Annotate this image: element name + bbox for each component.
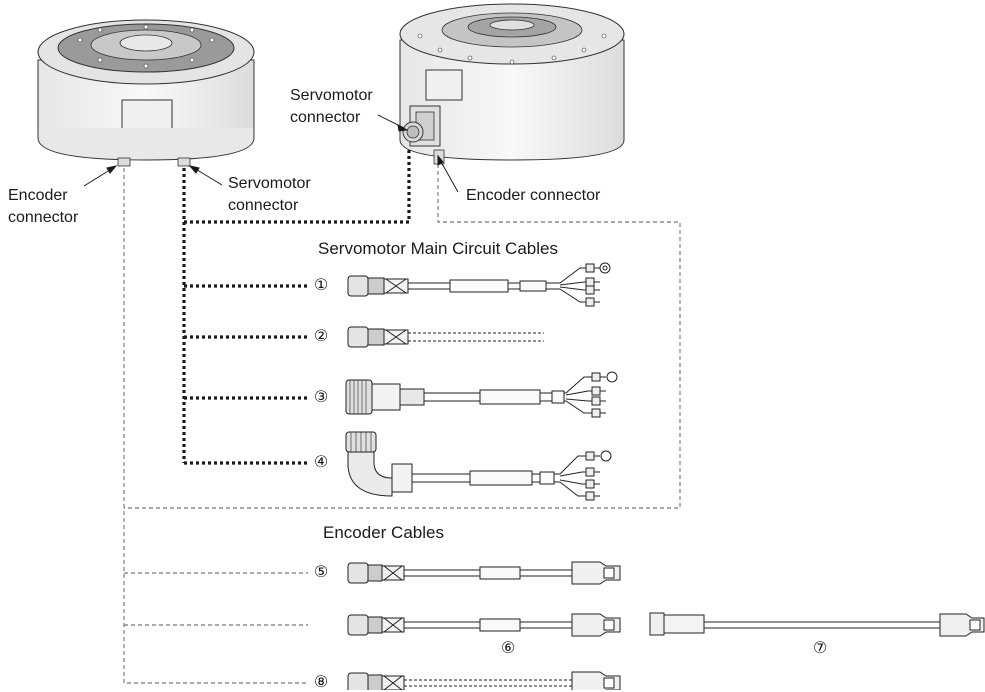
cable-marker-6: ⑥	[498, 640, 518, 658]
left-servomotor-connector-label-line1: Servomotor	[228, 174, 311, 194]
encoder-cable-7	[650, 613, 984, 636]
right-servomotor-connector-label-line1: Servomotor	[290, 86, 373, 106]
main-circuit-cables-title: Servomotor Main Circuit Cables	[318, 239, 558, 259]
left-servomotor-connector-label-line2: connector	[228, 196, 298, 216]
encoder-cable-8	[348, 672, 620, 690]
main-cable-1	[348, 263, 610, 306]
right-servomotor-connector-label-line2: connector	[290, 108, 360, 128]
cable-marker-8: ⑧	[311, 674, 331, 692]
main-cable-2	[348, 327, 544, 347]
left-servomotor	[38, 20, 254, 166]
encoder-cable-5	[348, 562, 620, 584]
main-cable-4	[346, 432, 611, 500]
encoder-cables-title: Encoder Cables	[323, 523, 444, 543]
left-encoder-connector-label-line1: Encoder	[8, 186, 68, 206]
main-cable-3	[346, 372, 617, 417]
cable-marker-1: ①	[311, 277, 331, 295]
right-servomotor	[400, 4, 624, 164]
encoder-cable-6	[348, 614, 620, 636]
left-connector-arrows	[84, 166, 222, 186]
right-encoder-connector-label: Encoder connector	[466, 186, 600, 206]
cable-marker-2: ②	[311, 328, 331, 346]
cable-marker-4: ④	[311, 454, 331, 472]
cable-marker-5: ⑤	[311, 564, 331, 582]
left-encoder-connector-label-line2: connector	[8, 208, 78, 228]
cable-marker-3: ③	[311, 389, 331, 407]
cable-marker-7: ⑦	[810, 640, 830, 658]
